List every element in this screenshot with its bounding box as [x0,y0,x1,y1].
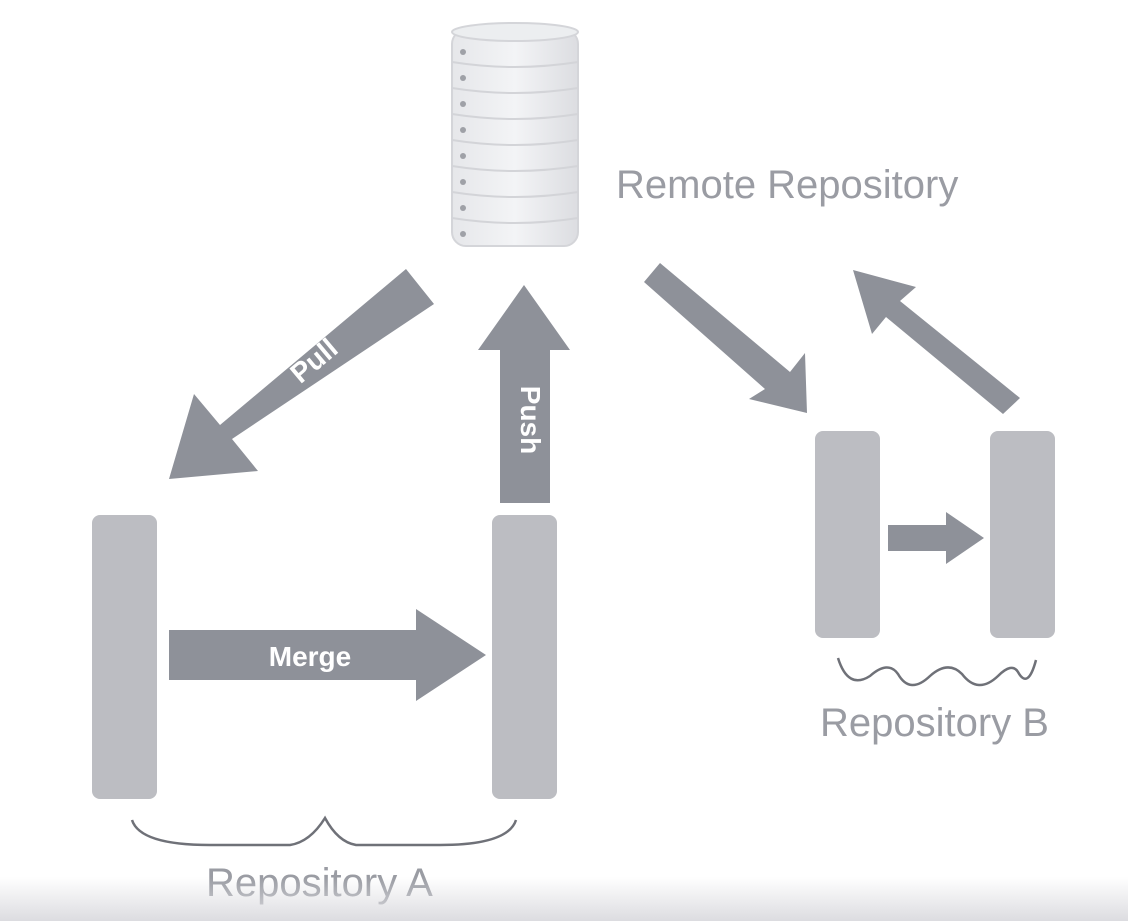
repo-a-branch-right [492,515,557,799]
pull-arrow: Pull [169,269,434,479]
repo-b-label: Repository B [820,701,1049,745]
repo-b-branch-left [815,431,880,638]
merge-label: Merge [269,641,351,672]
merge-arrow: Merge [169,609,486,701]
bottom-shade [0,877,1128,921]
repo-b-brace [836,657,1038,687]
repo-b-to-remote-arrow [853,270,1020,414]
repo-a-brace [130,815,518,847]
push-arrow: Push [478,285,570,503]
remote-repository-label: Remote Repository [616,163,958,207]
database-icon [451,22,579,247]
push-label: Push [515,386,546,454]
repo-a-branch-left [92,515,157,799]
remote-to-repo-b-arrow [644,263,807,413]
repo-b-branch-right [990,431,1055,638]
repo-b-merge-arrow [888,512,984,564]
